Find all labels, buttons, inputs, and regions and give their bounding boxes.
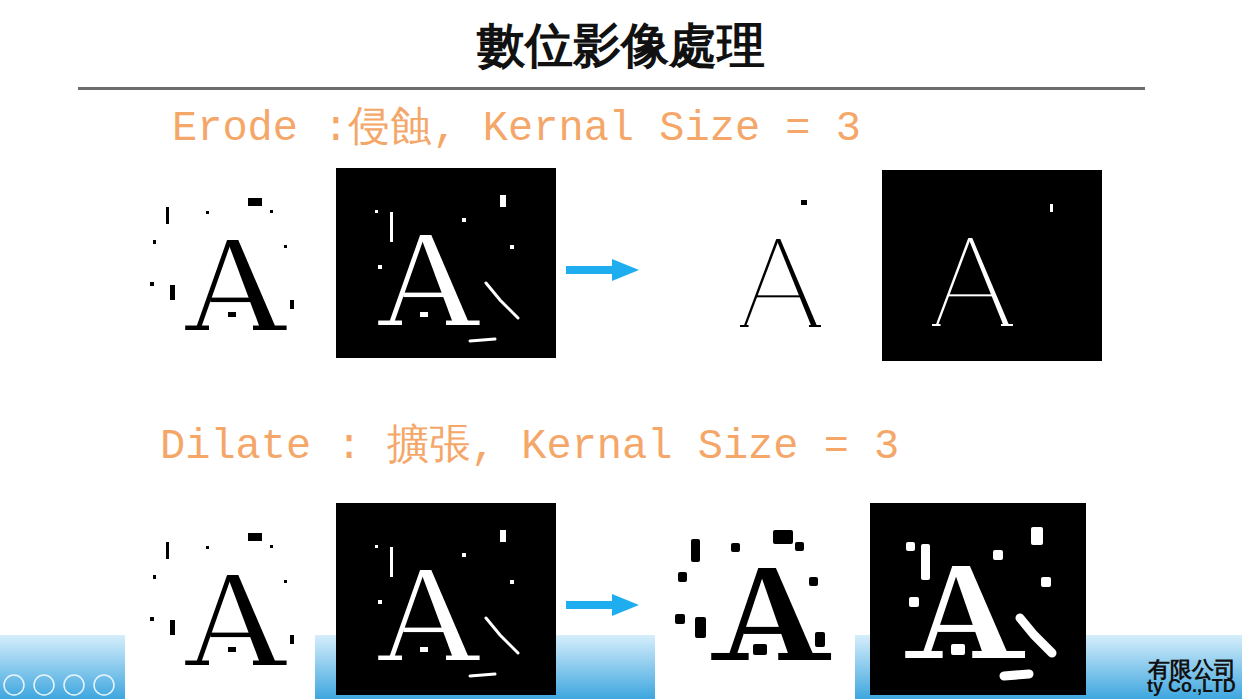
noise-speck: [290, 635, 294, 644]
nav-icon: [4, 675, 24, 695]
dilated-image-black: [870, 503, 1086, 695]
noise-speck: [809, 577, 818, 586]
noise-speck: [906, 542, 915, 551]
noise-speck: [270, 210, 273, 213]
input-image-white: [125, 505, 315, 699]
nav-icon: [94, 675, 114, 695]
eroded-image-white: [700, 180, 860, 350]
operation-heading: Erode :侵蝕, Kernal Size = 3: [172, 98, 861, 154]
dilated-image-white: [655, 505, 855, 699]
noise-speck: [378, 600, 382, 604]
nav-icon: [34, 675, 54, 695]
noise-speck: [153, 575, 156, 579]
noise-speck: [753, 644, 767, 655]
company-name: ty Co.,LTD: [1147, 676, 1236, 697]
noise-speck: [375, 210, 378, 213]
noise-speck: [390, 212, 393, 242]
process-arrow: [566, 259, 639, 281]
noise-speck: [1050, 204, 1053, 212]
noise-speck: [284, 245, 287, 248]
noise-speck: [228, 647, 236, 652]
noise-speck: [462, 218, 466, 222]
noise-speck: [290, 300, 294, 309]
noise-speck: [1041, 577, 1051, 587]
letter-a-shape: [932, 238, 1013, 326]
noise-speck: [921, 544, 930, 580]
input-image-black: [336, 168, 556, 358]
input-image-white: [135, 180, 315, 350]
letter-a-shape: [740, 239, 821, 327]
noise-speck: [993, 550, 1003, 560]
noise-speck: [462, 553, 466, 557]
noise-speck: [170, 285, 175, 300]
noise-speck: [815, 632, 825, 647]
noise-speck: [150, 617, 154, 621]
letter-a-shape: [711, 568, 831, 660]
noise-speck: [500, 195, 506, 207]
noise-speck: [909, 597, 919, 607]
noise-speck: [801, 200, 807, 205]
noise-speck: [153, 240, 156, 244]
noise-speck: [248, 198, 262, 206]
noise-speck: [228, 312, 236, 317]
noise-line: [1020, 618, 1052, 653]
noise-speck: [691, 539, 700, 562]
noise-speck: [166, 542, 169, 559]
letter-a-shape: [378, 570, 479, 660]
noise-speck: [510, 580, 514, 584]
noise-speck: [166, 207, 169, 224]
process-arrow: [566, 594, 639, 616]
nav-icon: [64, 675, 84, 695]
noise-line: [470, 674, 495, 676]
noise-speck: [675, 614, 685, 624]
noise-speck: [951, 644, 965, 655]
operation-heading: Dilate : 擴張, Kernal Size = 3: [160, 416, 899, 472]
noise-speck: [248, 533, 262, 541]
title-rule: [78, 87, 1145, 90]
noise-speck: [270, 545, 273, 548]
noise-speck: [170, 620, 175, 635]
noise-line: [486, 618, 518, 653]
noise-line: [486, 283, 518, 318]
noise-speck: [678, 572, 687, 582]
letter-a-shape: [378, 235, 479, 325]
letter-a-shape: [185, 240, 286, 330]
noise-speck: [1031, 527, 1043, 545]
noise-speck: [206, 546, 209, 549]
noise-speck: [420, 647, 428, 652]
noise-line: [470, 339, 495, 341]
noise-speck: [375, 545, 378, 548]
noise-speck: [390, 547, 393, 577]
noise-speck: [206, 211, 209, 214]
noise-speck: [420, 312, 428, 317]
noise-speck: [510, 245, 514, 249]
letter-a-shape: [905, 566, 1025, 658]
eroded-image-black: [882, 170, 1102, 361]
noise-speck: [795, 542, 804, 551]
noise-speck: [500, 530, 506, 542]
noise-speck: [378, 265, 382, 269]
slide-title: 數位影像處理: [477, 14, 765, 78]
noise-speck: [773, 530, 793, 544]
noise-speck: [284, 580, 287, 583]
noise-speck: [150, 282, 154, 286]
noise-speck: [731, 543, 740, 552]
input-image-black: [336, 503, 556, 695]
noise-speck: [695, 617, 706, 638]
letter-a-shape: [185, 575, 286, 665]
noise-line: [1004, 674, 1029, 676]
